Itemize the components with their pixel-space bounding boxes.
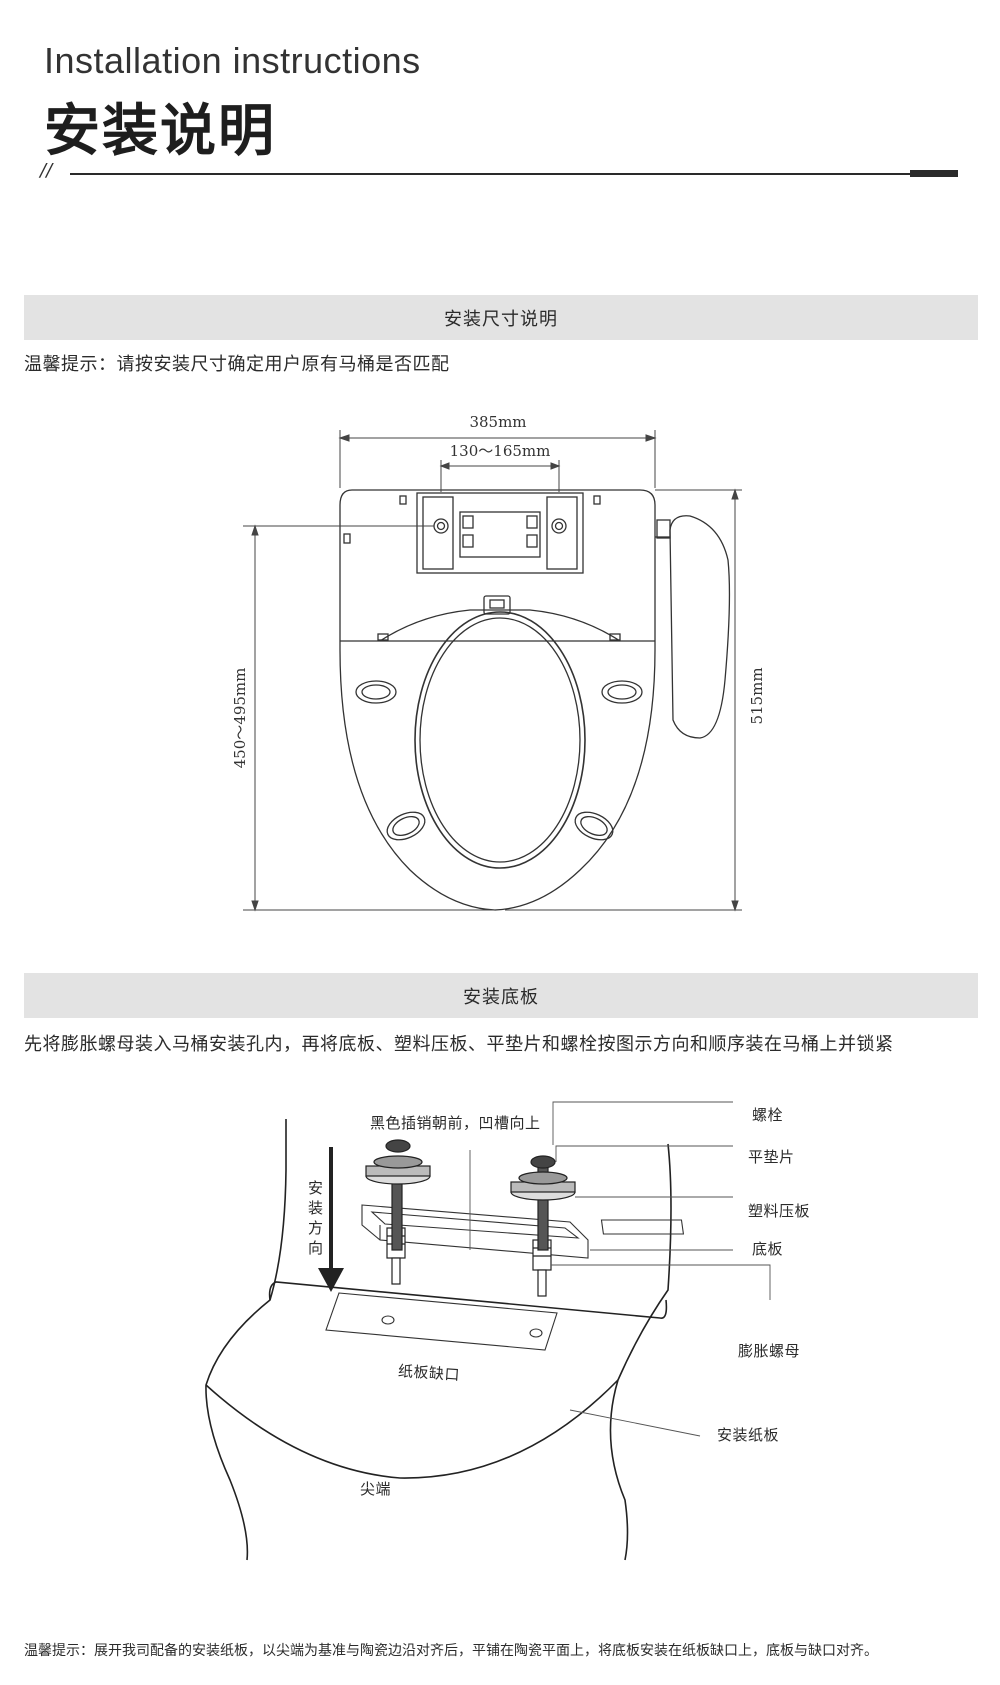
- dim-width-label: 385mm: [469, 413, 526, 431]
- label-paper-notch: 纸板缺口: [397, 1361, 461, 1385]
- page-title-chinese: 安装说明: [44, 99, 276, 164]
- footer-tip: 温馨提示：展开我司配备的安装纸板，以尖端为基准与陶瓷边沿对齐后，平铺在陶瓷平面上…: [24, 1643, 878, 1659]
- toilet-drawing: [205, 1119, 672, 1561]
- baseplate-instruction: 先将膨胀螺母装入马桶安装孔内，再将底板、塑料压板、平垫片和螺栓按图示方向和顺序装…: [24, 1034, 894, 1055]
- label-tip: 尖端: [360, 1480, 392, 1498]
- hinge-block: [416, 492, 584, 574]
- dim-hole-spacing-label: 130～165mm: [450, 442, 551, 460]
- base-plate: [361, 1204, 589, 1259]
- paper-notch: [325, 1292, 558, 1351]
- label-install-direction: 安装方向: [308, 1179, 324, 1257]
- label-expansion-nut: 膨胀螺母: [738, 1342, 801, 1360]
- label-washer: 平垫片: [748, 1148, 795, 1166]
- section-heading-baseplate: 安装底板: [24, 973, 978, 1018]
- section-heading-dimensions: 安装尺寸说明: [24, 295, 978, 340]
- header-rule: [70, 173, 958, 175]
- dim-length-label: 515mm: [748, 667, 766, 724]
- install-direction-arrow: [318, 1147, 344, 1292]
- header-rule-accent: [910, 170, 958, 177]
- dim-hole-to-tip-label: 450～495mm: [231, 668, 249, 769]
- page-title-english: Installation instructions: [44, 40, 421, 81]
- side-control-panel: [669, 515, 731, 739]
- seat-outline: [339, 489, 656, 911]
- dimensions-tip: 温馨提示：请按安装尺寸确定用户原有马桶是否匹配: [24, 354, 450, 375]
- header-separator-mark: //: [40, 160, 53, 181]
- label-plastic-plate: 塑料压板: [748, 1202, 811, 1220]
- label-paper-board: 安装纸板: [717, 1426, 780, 1444]
- label-base-plate: 底板: [752, 1240, 784, 1258]
- seat-opening: [414, 611, 586, 869]
- label-bolt: 螺栓: [752, 1106, 784, 1124]
- label-black-pin: 黑色插销朝前，凹槽向上: [370, 1114, 541, 1132]
